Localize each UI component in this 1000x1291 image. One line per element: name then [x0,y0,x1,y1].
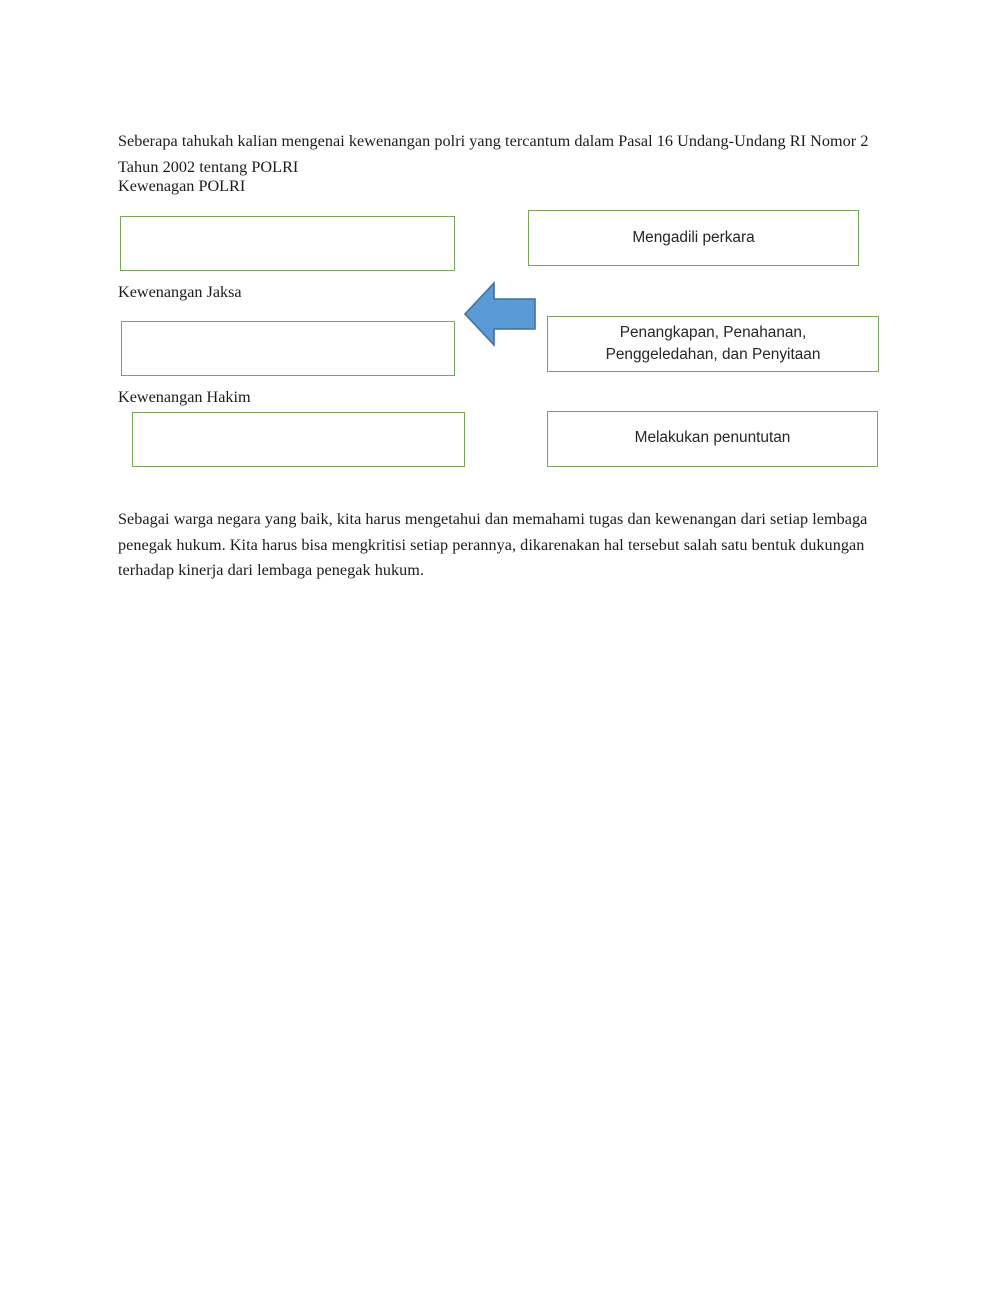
option-box-melakukan-penuntutan-label: Melakukan penuntutan [634,429,791,446]
option-box-melakukan-penuntutan[interactable]: Melakukan penuntutan [547,411,878,467]
label-kewenangan-polri: Kewenagan POLRI [118,177,246,195]
answer-box-jaksa[interactable] [121,321,455,376]
option-box-mengadili-perkara-label: Mengadili perkara [632,229,755,246]
option-box-mengadili-perkara[interactable]: Mengadili perkara [528,210,859,266]
closing-paragraph: Sebagai warga negara yang baik, kita har… [118,510,868,580]
intro-paragraph: Seberapa tahukah kalian mengenai kewenan… [118,132,869,176]
option-box-penangkapan-penahanan-label: Penangkapan, Penahanan, Penggeledahan, d… [605,324,821,363]
label-kewenangan-hakim: Kewenangan Hakim [118,388,251,406]
arrow-left-icon [463,281,536,347]
answer-box-polri[interactable] [120,216,455,271]
answer-box-hakim[interactable] [132,412,465,467]
label-kewenangan-jaksa: Kewenangan Jaksa [118,283,242,301]
option-box-penangkapan-penahanan[interactable]: Penangkapan, Penahanan, Penggeledahan, d… [547,316,879,372]
